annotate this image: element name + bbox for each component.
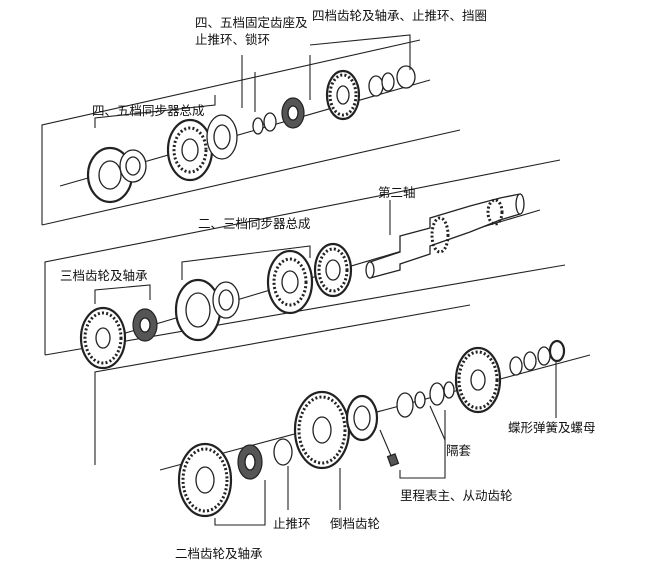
leader-sync23 [181,245,311,280]
label-second-shaft: 第二轴 [378,185,416,200]
reverse-gear-bore [312,416,332,444]
gear2-bore [195,466,215,494]
row2-frame [44,159,561,355]
label-gear3: 三档齿轮及轴承 [60,268,148,283]
row1-frame [41,39,421,225]
label-spring-nut: 蝶形弹簧及螺母 [508,420,596,435]
spacer [429,382,445,406]
lock-ring-small [252,117,264,135]
gear2-teeth [181,447,229,513]
sync45-ring-inner [98,160,122,190]
gear4-bore [336,85,350,105]
row3-leaders [214,362,557,526]
gear4-thrust-ring [368,75,384,97]
gear4-bearing-bore [287,105,299,121]
label-gear2: 二档齿轮及轴承 [175,546,263,561]
sync23-sleeve-bore [325,259,341,281]
reverse-gear-teeth [297,395,347,465]
gear3-bore [95,327,111,349]
odometer-driven-gear [386,453,400,467]
second-shaft-splines-b [486,198,504,226]
odometer-drive-gear [396,392,414,418]
sync45-blocker-hole [125,156,141,176]
row3-frame [94,304,471,465]
row1-group [41,39,461,226]
shaft-nut [548,339,566,363]
belleville-spring-c [537,346,551,366]
gear4-retainer [381,72,395,92]
sync23-hub-bore [281,270,299,294]
sync23-ring-inner [185,292,211,328]
label-sync45: 四、五档同步器总成 [92,103,205,118]
row3-group [94,304,591,518]
sync23-sleeve-teeth [317,247,349,293]
spacer-ring [443,381,455,399]
label-gear5-line1: 四、五档固定齿座及 [195,15,308,30]
shaft-bearing-bore [353,405,371,431]
second-shaft-splines-a [430,216,450,254]
leader-sync45 [94,95,216,128]
thrust-ring [273,438,293,466]
label-reverse-gear: 倒档齿轮 [330,516,380,531]
leader-gear3 [94,284,151,304]
belleville-spring-b [523,351,537,371]
gear3-bearing-bore [139,317,151,333]
odometer-ring [414,391,426,409]
leader-gear4b [309,34,411,70]
second-shaft-end [365,261,375,279]
label-odometer: 里程表主、从动齿轮 [400,488,513,503]
label-gear4: 四档齿轮及轴承、止推环、挡圈 [312,8,487,23]
sync45-hub-splines [172,126,208,174]
label-sync23: 二、三档同步器总成 [198,216,311,231]
leader-odometer [399,410,446,479]
gear4-snap-ring [396,65,416,89]
label-spacer: 隔套 [446,443,472,458]
sync45-sleeve-bore [213,124,231,150]
row1-leaders [94,34,411,128]
sync23-blocker-hole [218,289,234,311]
output-flange-rim [457,350,499,410]
sync45-hub-bore [181,138,199,162]
label-gear5-line2: 止推环、锁环 [195,32,270,47]
second-shaft-tip [515,193,525,215]
leader-spacer [429,405,446,441]
row2-group [44,159,566,370]
second-shaft-body [369,193,521,279]
thrust-ring-small [263,112,277,132]
leader-gear2 [214,480,266,526]
label-thrust-ring: 止推环 [273,516,311,531]
row2-frame-bottom [44,264,566,356]
gear3-teeth [83,311,123,365]
row1-frame-bottom [41,129,461,226]
gear2-bearing-bore [244,453,256,471]
gear4-teeth [328,73,358,117]
output-flange-hub [470,369,486,391]
belleville-spring-a [509,356,523,376]
sync23-hub-splines [272,257,308,307]
row2-leaders [94,200,391,304]
